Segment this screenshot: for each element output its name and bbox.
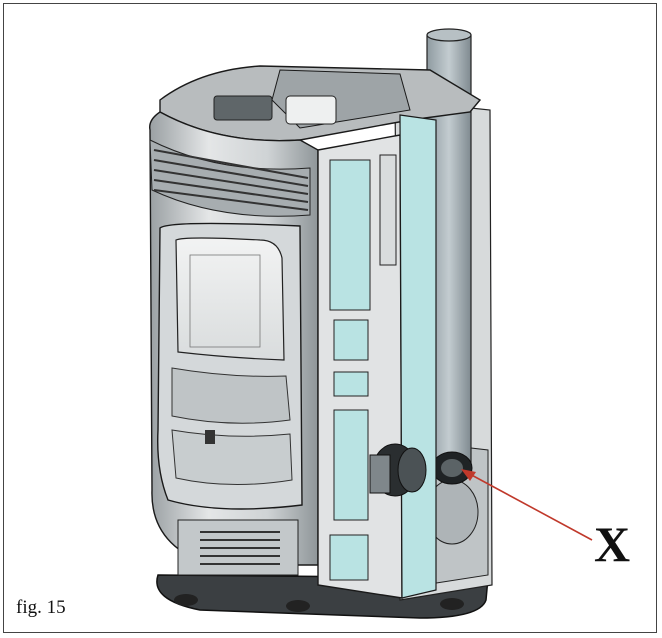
cyan-panel-3 xyxy=(333,371,369,397)
side-frame-back xyxy=(399,114,437,599)
cyan-panel-5 xyxy=(329,534,369,581)
cyan-panel-2 xyxy=(333,319,369,361)
foot-left xyxy=(174,594,198,606)
cyan-panel-1 xyxy=(329,159,371,311)
callout-arrowhead xyxy=(461,469,476,481)
foot-right xyxy=(440,598,464,610)
figure-caption: fig. 15 xyxy=(16,597,66,618)
flue-pipe-top xyxy=(426,28,472,42)
cyan-panel-4 xyxy=(333,409,369,521)
foot-mid xyxy=(286,600,310,612)
callout-arrow xyxy=(465,471,593,541)
exhaust-fan xyxy=(369,443,427,497)
door-handle xyxy=(205,430,215,444)
callout-label-x: X xyxy=(594,516,631,572)
door-lower-band xyxy=(171,367,291,424)
top-opening xyxy=(285,95,337,125)
bottom-grille xyxy=(177,519,299,576)
side-opening xyxy=(379,154,397,266)
door-glass xyxy=(175,237,285,361)
front-grille xyxy=(149,139,311,217)
